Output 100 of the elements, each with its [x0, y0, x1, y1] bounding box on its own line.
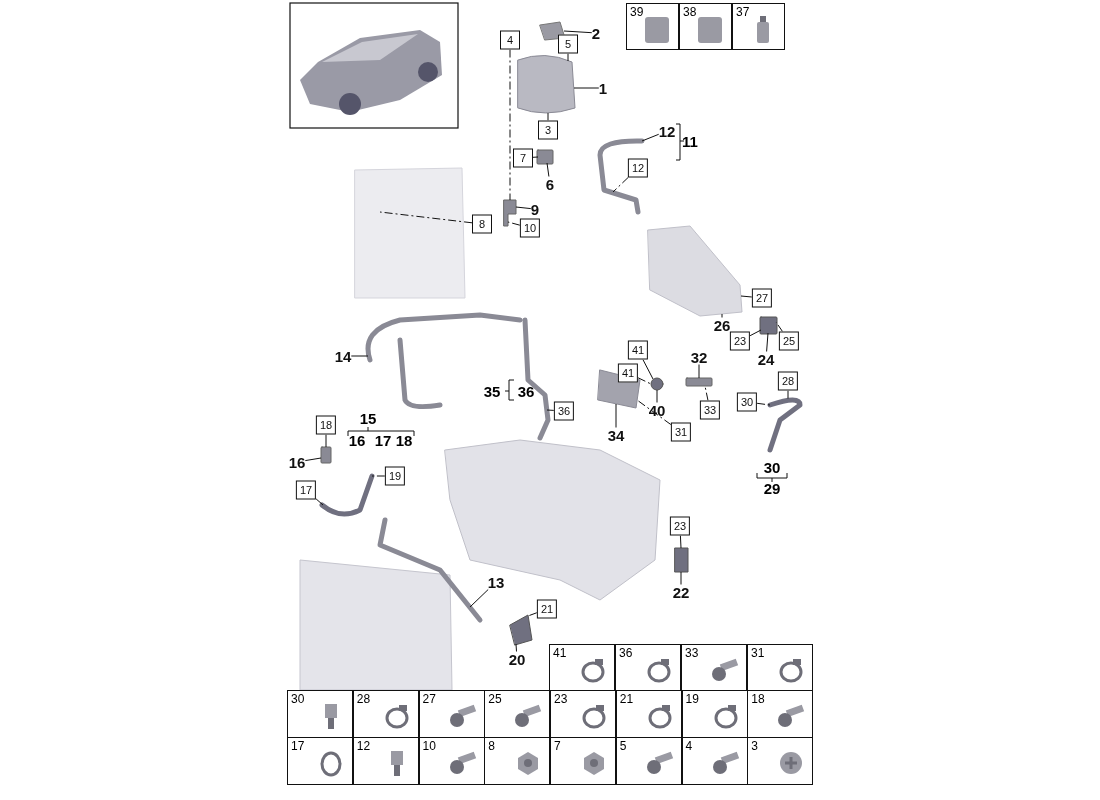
- pipe-drawing: [377, 517, 483, 623]
- callout-number: 18: [395, 432, 413, 448]
- part-number: 18: [751, 693, 765, 705]
- leader-line: [567, 53, 569, 62]
- bracket-drawing: [685, 377, 713, 387]
- callout-number: 30: [736, 392, 758, 412]
- callout-number: 21: [536, 599, 558, 619]
- hose-drawing: [319, 473, 375, 517]
- part-number: 8: [488, 740, 495, 752]
- leader-line: [680, 571, 682, 585]
- leader-line: [749, 329, 762, 337]
- leader-line: [721, 313, 723, 318]
- callout-number: 41: [627, 340, 649, 360]
- callout-number: 4: [500, 30, 520, 50]
- housing-drawing: [647, 225, 743, 317]
- leader-line: [704, 385, 709, 401]
- callout-number: 9: [530, 201, 540, 217]
- part-number: 41: [553, 647, 567, 659]
- part-number: 39: [630, 6, 644, 18]
- leader-line: [546, 162, 550, 177]
- leader-line: [637, 377, 652, 385]
- callout-number: 26: [713, 317, 731, 333]
- part-number: 3: [751, 740, 758, 752]
- part-number: 10: [422, 740, 436, 752]
- clamp-drawing: [650, 377, 664, 391]
- leader-line: [515, 206, 532, 210]
- bracket-drawing: [503, 199, 517, 227]
- leader-line: [636, 399, 672, 426]
- part-number: 38: [683, 6, 697, 18]
- callout-number: 17: [295, 480, 317, 500]
- expansion-tank-drawing: [517, 55, 576, 114]
- callout-number: 41: [617, 363, 639, 383]
- part-number: 5: [619, 740, 627, 752]
- leader-line: [698, 364, 700, 379]
- callout-number: 5: [558, 34, 578, 54]
- cap-drawing: [539, 21, 566, 41]
- callout-number: 25: [778, 331, 800, 351]
- callout-number: 10: [519, 218, 541, 238]
- callout-number: 28: [777, 371, 799, 391]
- callout-number: 12: [658, 123, 676, 139]
- leader-line: [315, 498, 324, 506]
- part-number: 36: [619, 647, 633, 659]
- fitting-drawing: [536, 149, 554, 165]
- callout-number: 32: [690, 349, 708, 365]
- callout-number: 6: [545, 176, 555, 192]
- leader-line: [371, 475, 386, 477]
- part-number: 25: [488, 693, 502, 705]
- leader-line: [304, 457, 322, 462]
- callout-number: 36: [517, 383, 535, 399]
- part-number: 17: [291, 740, 305, 752]
- body-frame-drawing: [354, 167, 466, 299]
- part-number: 19: [685, 693, 699, 705]
- callout-number: 34: [607, 427, 625, 443]
- part-number: 31: [751, 647, 765, 659]
- callout-number: 33: [699, 400, 721, 420]
- leader-line: [325, 434, 327, 448]
- leader-line: [756, 402, 771, 406]
- callout-number: 15: [359, 410, 377, 426]
- leader-line: [563, 30, 593, 34]
- callout-number: 16: [288, 454, 306, 470]
- fitting-drawing: [674, 547, 689, 573]
- leader-line: [766, 332, 769, 352]
- module-drawing: [597, 369, 641, 409]
- leader-line: [612, 177, 629, 193]
- callout-number: 11: [682, 133, 698, 149]
- hose-drawing: [597, 138, 645, 215]
- callout-number: 20: [508, 651, 526, 667]
- part-number: 27: [422, 693, 436, 705]
- leader-line: [469, 589, 489, 608]
- leader-line: [679, 535, 682, 549]
- leader-line: [379, 211, 473, 224]
- callout-number: 29: [763, 480, 781, 496]
- callout-number: 22: [672, 584, 690, 600]
- callout-number: 3: [538, 120, 558, 140]
- callout-number: 14: [334, 348, 352, 364]
- valve-drawing: [759, 316, 778, 335]
- callout-number: 19: [384, 466, 406, 486]
- leader-line: [787, 390, 789, 401]
- callout-number: 1: [598, 80, 608, 96]
- callout-number: 23: [669, 516, 691, 536]
- part-number: 37: [736, 6, 750, 18]
- leader-line: [740, 295, 753, 298]
- leader-line: [527, 612, 538, 617]
- leader-line: [656, 389, 658, 403]
- callout-number: 40: [648, 402, 666, 418]
- callout-number: 7: [513, 148, 533, 168]
- callout-number: 30: [763, 459, 781, 475]
- part-number: 30: [291, 693, 305, 705]
- callout-number: 18: [315, 415, 337, 435]
- leader-line: [642, 359, 654, 380]
- callout-number: 2: [591, 25, 601, 41]
- callout-number: 36: [553, 401, 575, 421]
- callout-number: 35: [483, 383, 501, 399]
- leader-line: [515, 643, 517, 652]
- leader-line: [350, 355, 369, 357]
- callout-number: 31: [670, 422, 692, 442]
- part-number: 28: [356, 693, 371, 705]
- leader-line: [641, 133, 660, 142]
- leader-line: [546, 409, 555, 411]
- hose-drawing: [767, 397, 803, 453]
